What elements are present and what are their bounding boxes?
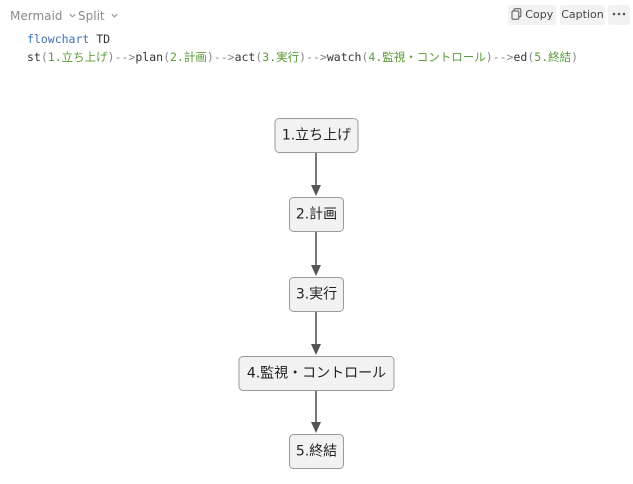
- code-token-op: )-->: [485, 50, 514, 64]
- clipboard-icon: [511, 8, 522, 20]
- caption-button-label: Caption: [561, 8, 604, 21]
- code-token-op: (: [361, 50, 369, 64]
- caption-button[interactable]: Caption: [560, 5, 605, 25]
- chevron-down-icon: [111, 13, 119, 18]
- code-token-id: plan: [135, 50, 164, 64]
- copy-button[interactable]: Copy: [508, 5, 556, 25]
- view-dropdown-label: Split: [78, 9, 105, 23]
- code-token-op: (: [163, 50, 170, 64]
- code-token-str: 4.監視・コントロール: [368, 50, 486, 64]
- code-token-str: 3.実行: [262, 50, 300, 64]
- flow-node-label: 4.監視・コントロール: [247, 365, 386, 382]
- copy-button-label: Copy: [525, 8, 554, 21]
- code-token-str: 5.終結: [534, 50, 572, 64]
- mode-dropdown-label: Mermaid: [10, 9, 63, 23]
- code-token-str: 1.立ち上げ: [47, 50, 108, 64]
- more-horizontal-icon: [612, 12, 626, 16]
- flow-node-act: 3.実行: [289, 277, 344, 312]
- flow-node-ed: 5.終結: [289, 434, 344, 469]
- code-token-op: )-->: [299, 50, 327, 64]
- code-token-op: (: [255, 50, 263, 64]
- flow-arrow-watch-ed: [311, 390, 321, 433]
- code-keyword: flowchart: [27, 32, 90, 46]
- code-token-op: (: [527, 50, 535, 64]
- flow-arrow-st-plan: [311, 152, 321, 196]
- code-line-1: flowchart TD: [27, 30, 578, 48]
- flow-node-label: 1.立ち上げ: [282, 128, 351, 144]
- more-button[interactable]: [608, 5, 630, 25]
- code-token-op: ): [571, 50, 579, 64]
- code-token-op: )-->: [206, 50, 235, 64]
- flow-node-st: 1.立ち上げ: [274, 118, 359, 153]
- code-token-id: ed: [513, 50, 528, 64]
- view-dropdown[interactable]: Split: [78, 8, 119, 24]
- code-token-id: watch: [326, 50, 362, 64]
- flow-arrow-act-watch: [311, 311, 321, 355]
- code-token-id: act: [234, 50, 256, 64]
- code-token-op: )-->: [107, 50, 136, 64]
- flow-node-label: 5.終結: [296, 444, 337, 460]
- code-direction: TD: [96, 32, 111, 46]
- editor-toolbar: Mermaid Split Copy Caption: [0, 0, 633, 30]
- code-token-str: 2.計画: [170, 50, 207, 64]
- mode-dropdown[interactable]: Mermaid: [10, 8, 77, 24]
- flow-node-label: 3.実行: [296, 287, 337, 303]
- code-line-2: st(1.立ち上げ)-->plan(2.計画)-->act(3.実行)-->wa…: [27, 48, 578, 66]
- code-token-op: (: [40, 50, 48, 64]
- code-token-id: st: [27, 50, 41, 64]
- flow-arrow-plan-act: [311, 231, 321, 276]
- flow-node-label: 2.計画: [296, 207, 337, 223]
- chevron-down-icon: [69, 13, 76, 18]
- flow-node-plan: 2.計画: [289, 197, 344, 232]
- flow-node-watch: 4.監視・コントロール: [238, 356, 395, 391]
